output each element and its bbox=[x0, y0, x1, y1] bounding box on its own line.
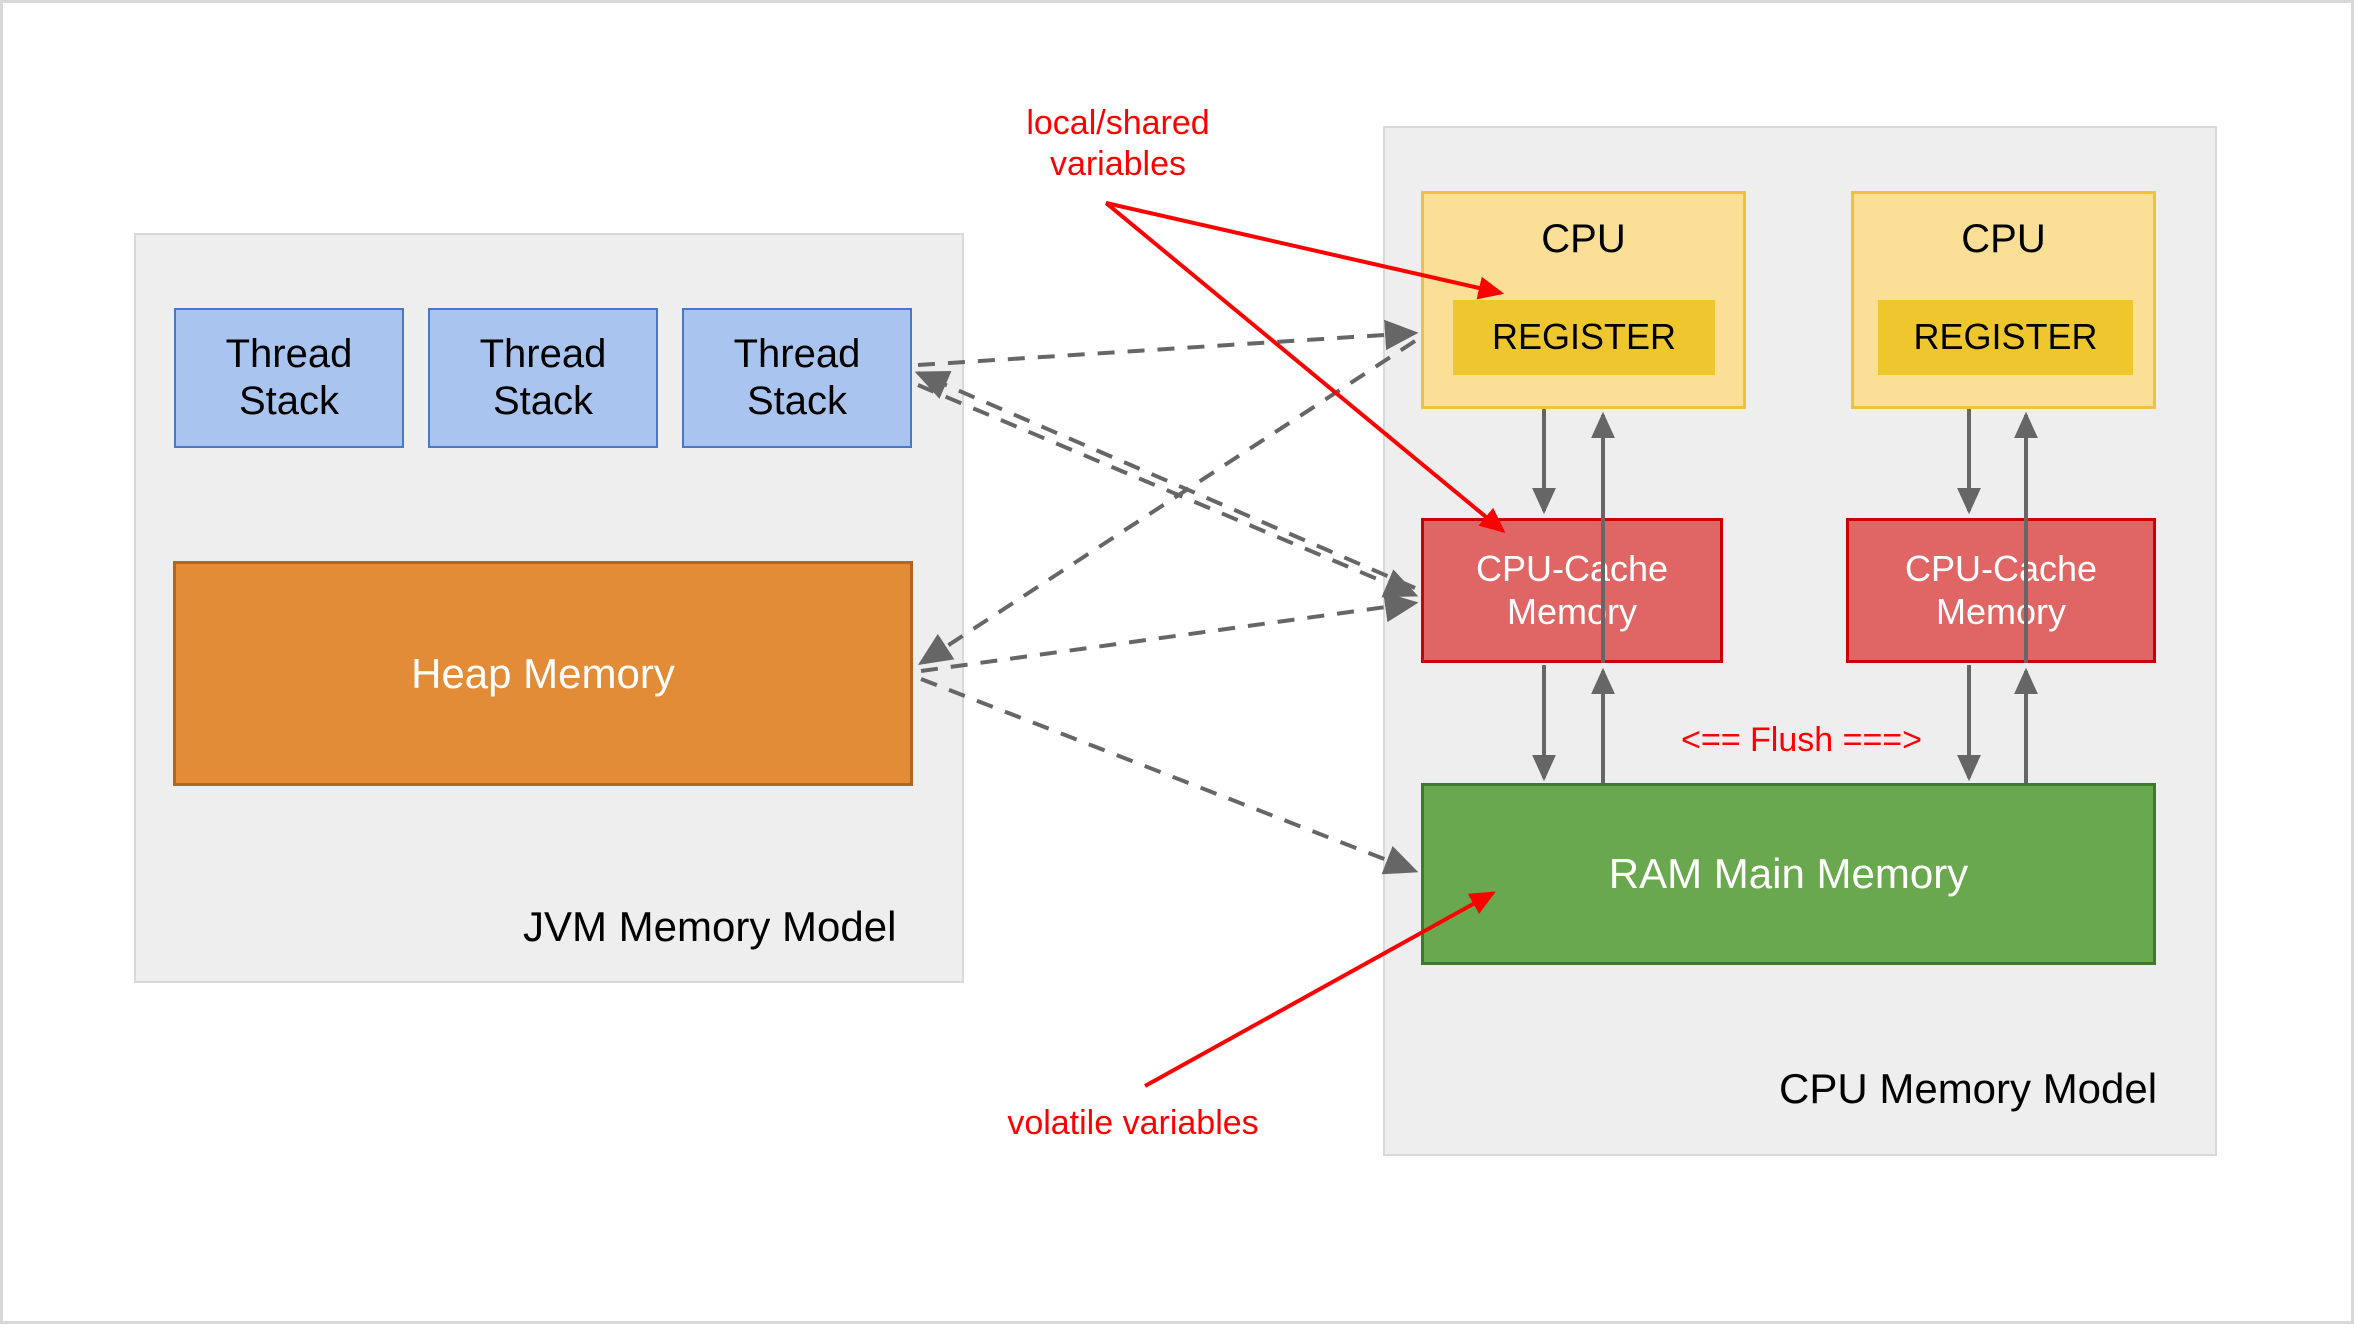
heap-memory-box: Heap Memory bbox=[173, 561, 913, 786]
thread-stack-box-1: Thread Stack bbox=[174, 308, 404, 448]
cpu-cache-box-1: CPU-Cache Memory bbox=[1421, 518, 1723, 663]
thread-stack-box-3: Thread Stack bbox=[682, 308, 912, 448]
thread-stack-box-2: Thread Stack bbox=[428, 308, 658, 448]
volatile-variables-label: volatile variables bbox=[1007, 1104, 1259, 1142]
register-box-2: REGISTER bbox=[1878, 300, 2133, 375]
cpu-panel-title: CPU Memory Model bbox=[1779, 1065, 2158, 1112]
local-shared-variables-label: local/shared variables bbox=[1026, 104, 1210, 184]
flush-label: <== Flush ===> bbox=[1681, 721, 1923, 759]
jvm-panel-title: JVM Memory Model bbox=[523, 903, 897, 950]
connector-threadstack-to-register bbox=[914, 319, 1419, 875]
register-box-1: REGISTER bbox=[1453, 300, 1715, 375]
cpu-cache-box-2: CPU-Cache Memory bbox=[1846, 518, 2156, 663]
ram-main-memory-box: RAM Main Memory bbox=[1421, 783, 2156, 965]
